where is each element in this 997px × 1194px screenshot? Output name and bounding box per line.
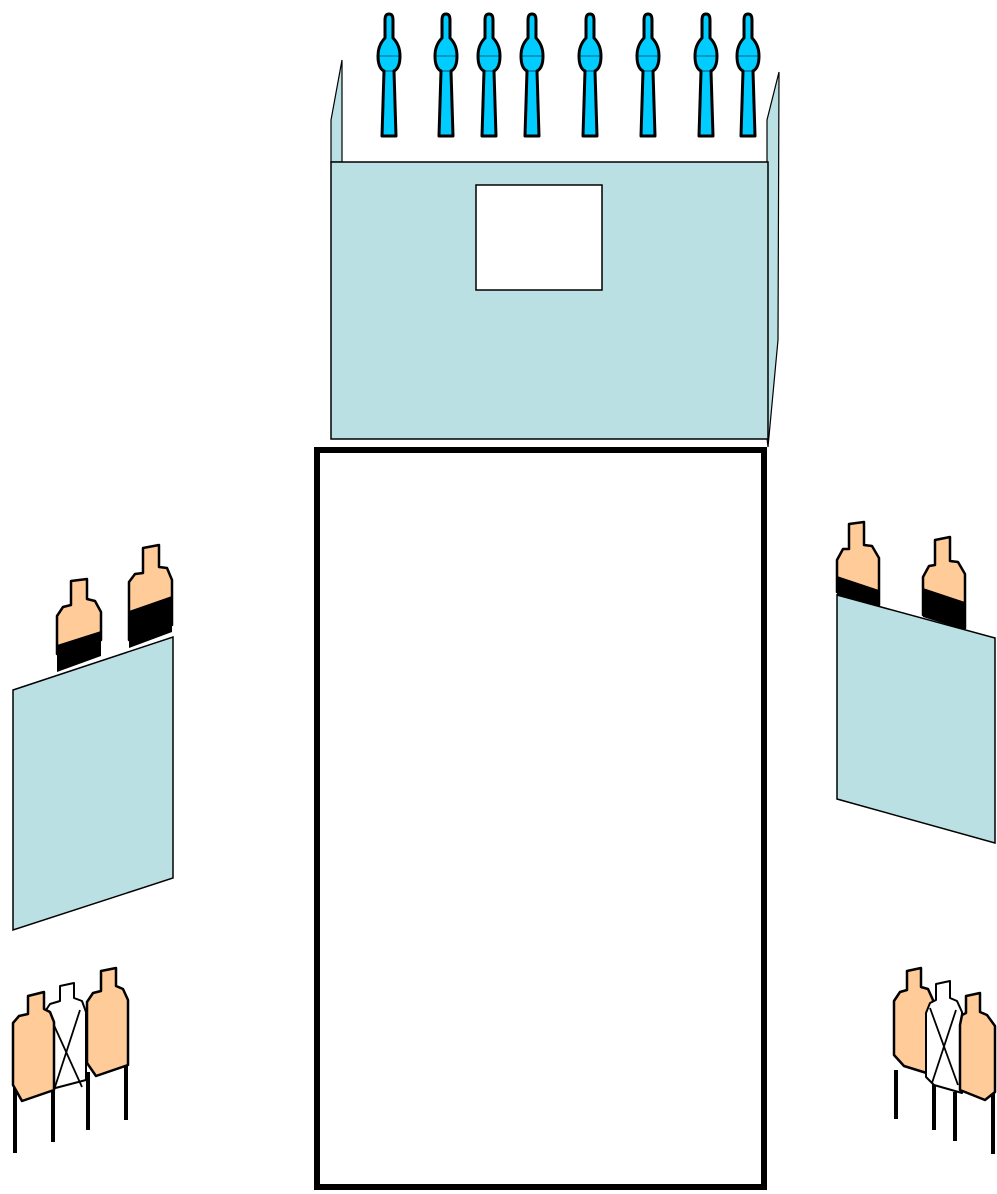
blue-figure-icon xyxy=(519,12,545,138)
tan-figure-icon xyxy=(11,990,56,1103)
left-side-panel-face xyxy=(12,635,174,932)
blue-figure-icon xyxy=(433,12,459,138)
bottom-left-group xyxy=(11,966,130,1153)
right-side-panel-face xyxy=(836,594,996,844)
top-panel-right-flap xyxy=(766,71,780,448)
right-side-panel xyxy=(835,520,996,844)
blue-figure-icon xyxy=(635,12,661,138)
tan-figure-icon xyxy=(55,577,103,672)
tan-figure-icon xyxy=(85,966,130,1078)
top-panel xyxy=(330,12,780,448)
tan-figure-icon xyxy=(835,520,881,610)
blue-figure-icon xyxy=(577,12,603,138)
center-area xyxy=(314,447,767,1190)
tan-figure-icon xyxy=(892,966,935,1077)
tan-figure-icon xyxy=(958,991,997,1102)
bottom-right-group xyxy=(892,966,997,1154)
blue-figure-icon xyxy=(376,12,402,138)
blue-figure-row xyxy=(376,12,761,138)
blue-figure-icon xyxy=(476,12,502,138)
top-panel-left-flap xyxy=(330,59,343,163)
blue-figure-icon xyxy=(693,12,719,138)
tan-figure-icon xyxy=(921,535,967,630)
tan-figure-icon xyxy=(127,543,174,648)
left-side-panel xyxy=(12,543,174,932)
top-panel-window xyxy=(475,184,603,291)
crossed-figure-icon xyxy=(925,980,963,1094)
blue-figure-icon xyxy=(735,12,761,138)
